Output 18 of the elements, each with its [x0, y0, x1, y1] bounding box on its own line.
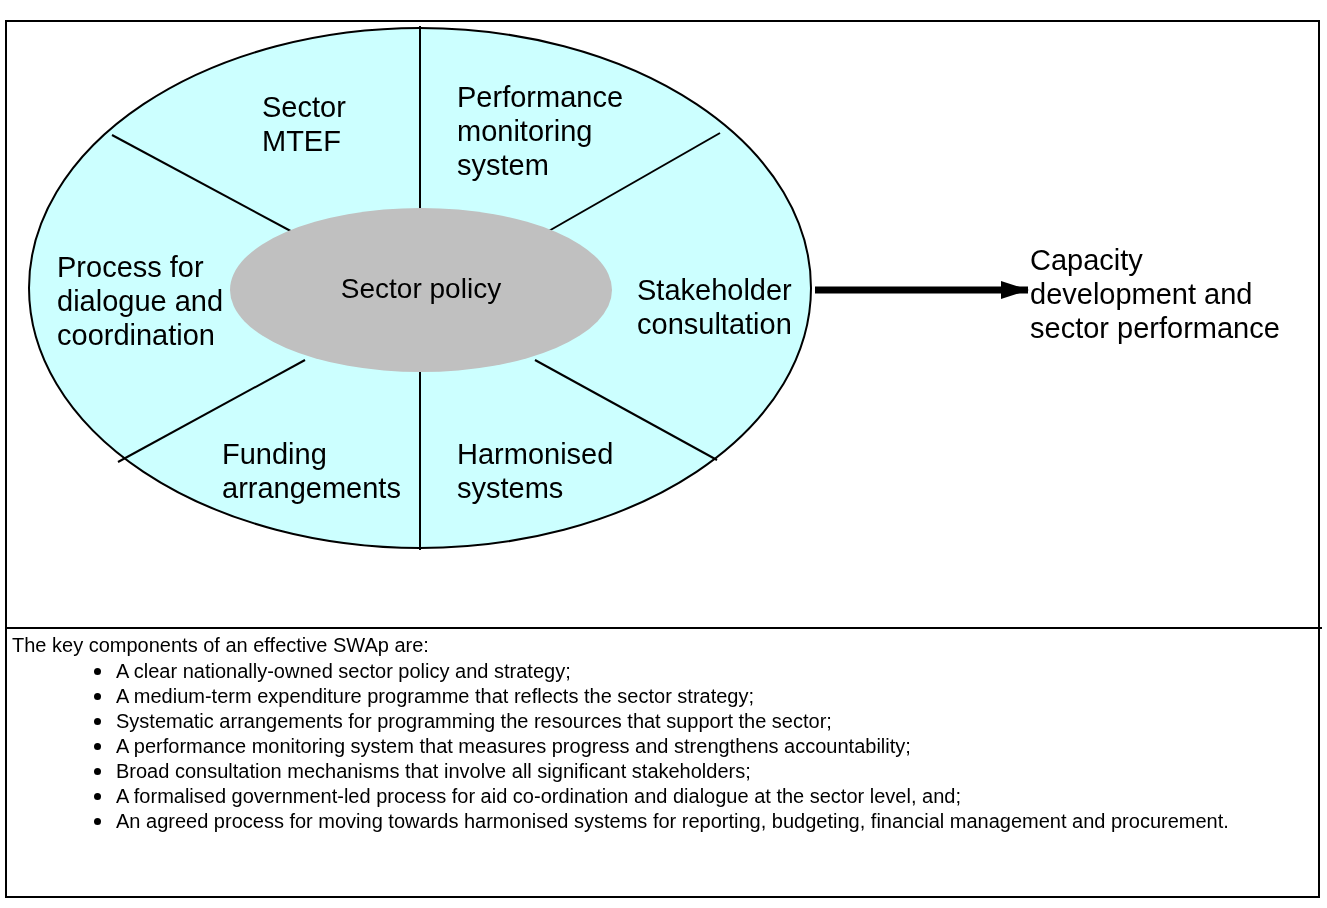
- bullet-text: Systematic arrangements for programming the resources that support the sector;: [116, 709, 833, 734]
- center-ellipse: [230, 208, 612, 372]
- policy-label: Sector policy: [339, 272, 503, 306]
- ellipse-diagram: [27, 26, 813, 550]
- segment-label: Harmonised systems: [457, 437, 627, 505]
- bullet-text: A formalised government-led process for aid co-ordination and dialogue at the sector level, and;: [116, 784, 962, 809]
- bullet-text: A performance monitoring system that measures progress and strengthens accountability;: [116, 734, 912, 759]
- bullet-text: An agreed process for moving towards harmonised systems for reporting, budgeting, financial management and procurement.: [116, 809, 1230, 834]
- segment-label: Stakeholder consultation: [637, 273, 807, 341]
- segment-label: Funding arrangements: [222, 437, 417, 505]
- segment-label: Performance monitoring system: [457, 80, 637, 182]
- bullet-text: A medium-term expenditure programme that reflects the sector strategy;: [116, 684, 756, 709]
- outcome-text: Capacity development and sector performance: [1030, 243, 1295, 345]
- intro-text: The key components of an effective SWAp are:: [12, 633, 429, 658]
- bullet-text: A clear nationally-owned sector policy and strategy;: [116, 659, 572, 684]
- segment-label: Process for dialogue and coordination: [57, 250, 237, 352]
- bullet-text: Broad consultation mechanisms that involve all significant stakeholders;: [116, 759, 752, 784]
- segment-label: Sector MTEF: [262, 90, 362, 158]
